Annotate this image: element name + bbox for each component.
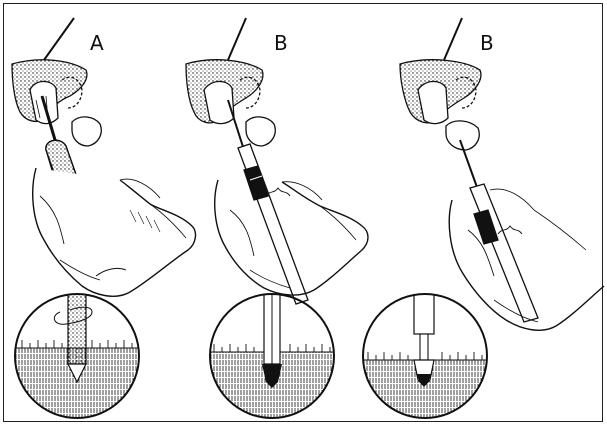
panel-label-b-left: B [274,33,288,53]
magnified-view-a [10,294,150,420]
panel-label-b-right: B [480,33,494,53]
panel-b-left-illustration [186,18,368,304]
panel-b-right-illustration [400,18,604,330]
panel-label-a: A [90,33,104,53]
panel-a-illustration [12,18,195,296]
